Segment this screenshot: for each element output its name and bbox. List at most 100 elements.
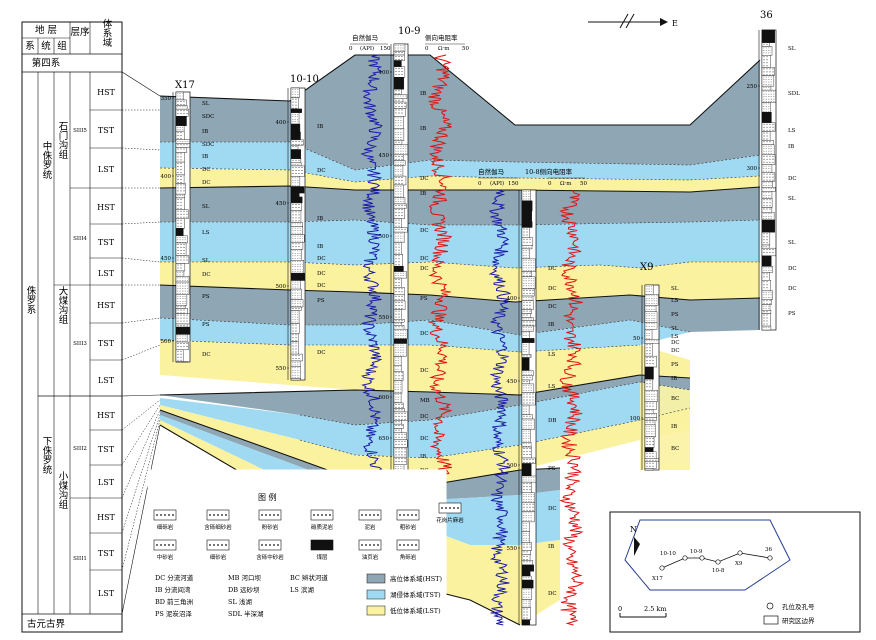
map-label-10-8: 10-8 — [712, 568, 725, 574]
facies-label: DC — [788, 286, 797, 292]
legend-litho-label: 中砂岩 — [157, 553, 174, 561]
facies-label: DB — [548, 418, 556, 424]
legend-swatch-lst — [367, 606, 385, 615]
facies-label: DC — [420, 256, 429, 262]
map-well-36 — [768, 556, 772, 560]
litho-bed — [762, 256, 771, 267]
facies-label: SL — [202, 101, 210, 107]
legend-well-icon — [767, 603, 773, 609]
map-label-36: 36 — [765, 547, 772, 553]
legend-swatch-tst — [367, 590, 385, 599]
header-tixiyu: 体系域 — [101, 18, 113, 47]
litho-bed — [645, 379, 653, 390]
map-label-10-9: 10-9 — [690, 549, 703, 555]
legend-litho-label: 碳质泥岩 — [311, 523, 334, 531]
header-zu: 组 — [57, 40, 67, 52]
litho-bed — [762, 132, 770, 141]
facies-label: PS — [788, 311, 796, 317]
litho-bed — [522, 222, 532, 228]
facies-label: SL — [788, 46, 796, 52]
facies-label: SL — [202, 258, 210, 264]
litho-bed — [762, 86, 771, 90]
facies-label: DC — [548, 304, 557, 310]
litho-bed — [176, 131, 184, 140]
facies-label: DC — [317, 256, 326, 262]
litho-bed — [291, 197, 302, 203]
facies-label: DC — [420, 436, 429, 442]
facies-label: DC — [420, 266, 429, 272]
direction-label: E — [672, 19, 678, 28]
litho-bed — [394, 295, 405, 301]
litho-bed — [291, 341, 298, 354]
well-name-10-9: 10-9 — [398, 26, 420, 37]
litho-bed — [645, 409, 653, 413]
seq-siii4: SIII4 — [73, 236, 87, 242]
abbr-bd: BD 前三角洲 — [155, 597, 193, 606]
seq-siii5: SIII5 — [73, 128, 87, 134]
abbr-sl: SL 浅湖 — [228, 597, 252, 606]
xiaomeigou-label: 小煤沟组 — [57, 471, 69, 509]
litho-bed — [645, 462, 657, 469]
litho-bed — [394, 89, 401, 94]
litho-bed — [522, 565, 534, 571]
litho-bed — [762, 55, 770, 67]
litho-bed — [522, 380, 529, 384]
facies-label: BC — [671, 446, 679, 452]
tract-lst-4: LST — [98, 478, 115, 487]
litho-bed — [176, 126, 184, 131]
litho-bed — [176, 327, 190, 334]
litho-bed — [762, 30, 775, 43]
paleoproterozoic-label: 古元古界 — [27, 618, 66, 630]
strat-column-table — [22, 22, 160, 632]
litho-bed — [522, 326, 533, 331]
facies-label: IB — [788, 144, 794, 150]
depth-label: 500 — [276, 284, 287, 290]
litho-bed — [394, 310, 402, 320]
tract-hst-2: HST — [97, 203, 115, 212]
tract-lst-3: LST — [98, 376, 115, 385]
litho-bed — [522, 463, 531, 475]
litho-bed — [291, 109, 302, 113]
litho-bed — [522, 384, 534, 393]
depth-label: 550 — [507, 546, 518, 552]
header-dicheng: 地 层 — [35, 24, 57, 36]
facies-label: LS — [548, 352, 556, 358]
litho-bed — [291, 333, 298, 341]
tract-lst-1: LST — [98, 165, 115, 174]
facies-label: PS — [202, 322, 210, 328]
litho-bed — [394, 272, 407, 278]
litho-bed — [645, 390, 658, 401]
litho-bed — [394, 429, 402, 433]
depth-label: 450 — [507, 379, 518, 385]
map-label-x9: X9 — [735, 561, 743, 567]
litho-bed — [522, 588, 532, 599]
facies-label: DC — [548, 506, 557, 512]
facies-label: DC — [420, 176, 429, 182]
facies-label: IB — [548, 322, 554, 328]
litho-bed — [762, 272, 769, 280]
litho-bed — [522, 415, 533, 419]
litho-bed — [394, 61, 401, 67]
litho-bed — [762, 220, 775, 232]
header-tong: 统 — [41, 40, 51, 52]
depth-label: 50 — [633, 336, 640, 342]
tract-hst-5: HST — [97, 513, 115, 522]
facies-label: DC — [671, 348, 680, 354]
well-name-36: 36 — [760, 10, 773, 21]
litho-bed — [394, 141, 402, 145]
abbr-dc: DC 分流河道 — [155, 573, 194, 582]
facies-label: PS — [420, 296, 428, 302]
litho-bed — [291, 323, 299, 333]
litho-bed — [762, 43, 770, 47]
gamma-scale-min-2: 0 — [478, 181, 482, 187]
abbr-ps: PS 泥炭沼泽 — [155, 609, 192, 618]
litho-bed — [394, 102, 406, 108]
litho-bed — [176, 236, 188, 243]
gamma-scale-max-2: 150 — [508, 181, 519, 187]
litho-bed — [176, 140, 190, 144]
tract-hst-1: HST — [97, 88, 115, 97]
litho-bed — [291, 203, 302, 210]
map-legend-boundary: 研究区边界 — [782, 616, 815, 625]
facies-label: IB — [317, 124, 323, 130]
depth-label: 550 — [276, 366, 287, 372]
